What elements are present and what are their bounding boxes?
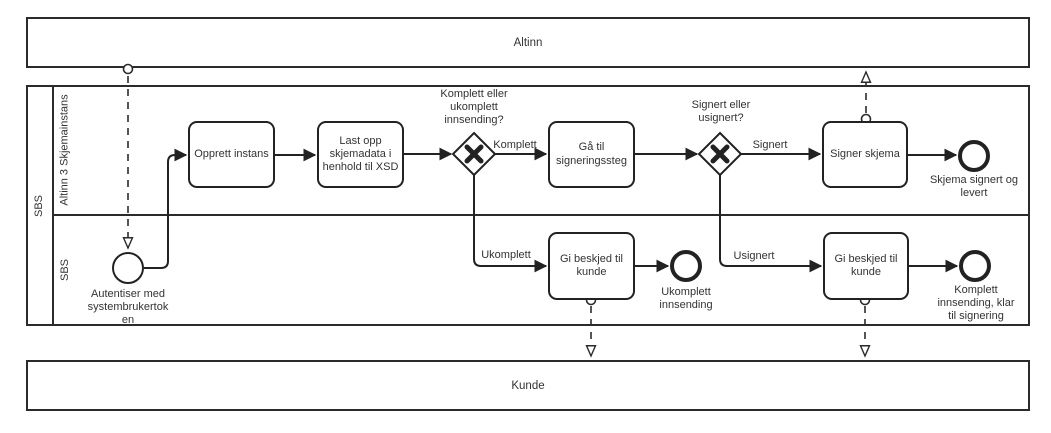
task-opprett-instans: Opprett instans [188, 121, 275, 188]
gateway-signert-question: Signert eller usignert? [691, 99, 751, 124]
task-signer-skjema: Signer skjema [822, 121, 908, 188]
end-event-incomplete-label: Ukomplett innsending [659, 286, 713, 311]
gateway-komplett-question: Komplett eller ukomplett innsending? [440, 88, 508, 126]
pool-altinn-label: Altinn [513, 36, 543, 49]
flow-start-to-opprett [144, 148, 188, 269]
flow-gw1-ukomplett [473, 175, 548, 273]
end-event-incomplete [670, 250, 702, 282]
pool-sbs-header-band [28, 87, 54, 324]
task-gi-beskjed-til-kunde-2: Gi beskjed til kunde [823, 232, 909, 300]
exclusive-gateway-x-icon [710, 144, 730, 164]
end-event-signed [958, 140, 990, 172]
pool-kunde: Kunde [26, 360, 1030, 411]
task-ga-til-signeringssteg: Gå til signeringssteg [548, 121, 635, 188]
pool-kunde-label: Kunde [511, 379, 545, 392]
start-event-label: Autentiser med systembrukertok en [87, 288, 169, 326]
branch-label-signert: Signert [752, 139, 788, 151]
branch-label-usignert: Usignert [733, 250, 775, 262]
start-event [112, 252, 144, 284]
task-last-opp-skjemadata: Last opp skjemadata i henhold til XSD [317, 121, 404, 188]
flow-gw2-usignert [719, 175, 823, 273]
message-source-dot-altinn [122, 63, 134, 75]
exclusive-gateway-x-icon [464, 144, 484, 164]
pool-altinn: Altinn [26, 17, 1030, 68]
lane-divider [54, 214, 1028, 216]
task-gi-beskjed-til-kunde-1: Gi beskjed til kunde [548, 232, 635, 300]
branch-label-komplett: Komplett [493, 139, 537, 151]
branch-label-ukomplett: Ukomplett [481, 249, 531, 261]
end-event-signed-label: Skjema signert og levert [929, 174, 1019, 199]
end-event-ready-label: Komplett innsending, klar til signering [937, 284, 1015, 322]
end-event-ready [959, 250, 991, 282]
